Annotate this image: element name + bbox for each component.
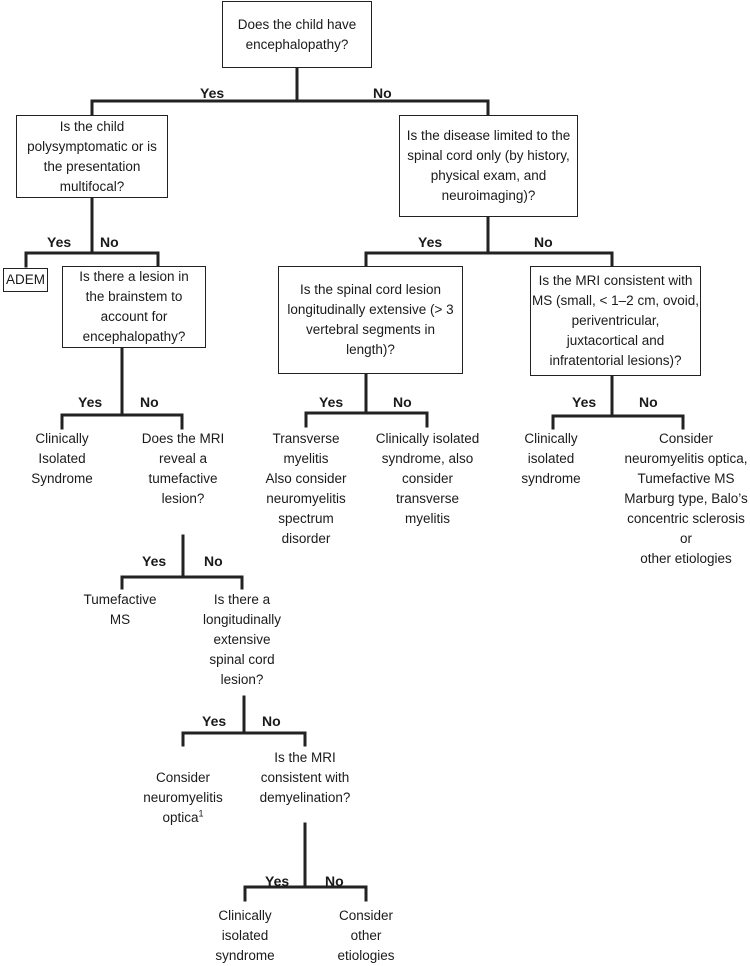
label-yes-q2: Yes <box>47 234 72 250</box>
outcome-clinically-isolated-syndrome-4: Clinically isolated syndrome <box>215 908 275 963</box>
label-no-q3: No <box>534 234 553 250</box>
label-no-q1: No <box>373 85 392 101</box>
node-text: ADEM <box>5 272 45 287</box>
label-no-q7: No <box>204 553 223 569</box>
node-text: Does the child have encephalopathy? <box>237 16 357 52</box>
outcome-clinically-isolated-syndrome-3: Clinically isolated syndrome <box>521 431 581 486</box>
node-text: Is the child polysymptomatic or is the p… <box>27 118 157 194</box>
label-no-q5: No <box>393 394 412 410</box>
outcome-tumefactive-ms: Tumefactive MS <box>83 592 157 627</box>
label-no-q9: No <box>325 873 344 889</box>
label-yes-q8: Yes <box>202 713 227 729</box>
label-yes-q4: Yes <box>78 394 103 410</box>
label-yes-q6: Yes <box>572 394 597 410</box>
outcome-consider-other-etiologies: Consider other etiologies <box>337 908 395 963</box>
outcome-clinically-isolated-syndrome-1: Clinically Isolated Syndrome <box>31 431 93 486</box>
node-text: Is there a lesion in the brainstem to ac… <box>79 269 189 344</box>
node-longitudinal-spinal-lesion-question: Is there a longitudinally extensive spin… <box>202 592 282 687</box>
node-tumefactive-lesion-question: Does the MRI reveal a tumefactive lesion… <box>141 431 225 506</box>
node-spinal-cord-only-question: Is the disease limited to the spinal cor… <box>399 115 578 217</box>
label-yes-q7: Yes <box>142 553 167 569</box>
outcome-consider-nmo-other: Consider neuromyelitis optica, Tumefacti… <box>624 431 748 566</box>
outcome-transverse-myelitis: Transverse myelitis Also consider neurom… <box>265 431 347 546</box>
label-yes-q9: Yes <box>265 873 290 889</box>
footnote-marker: 1 <box>198 808 204 819</box>
label-no-q6: No <box>639 394 658 410</box>
node-brainstem-lesion-question: Is there a lesion in the brainstem to ac… <box>62 266 206 348</box>
label-no-q2: No <box>100 234 119 250</box>
node-mri-consistent-ms-question: Is the MRI consistent with MS (small, < … <box>530 266 701 376</box>
node-encephalopathy-question: Does the child have encephalopathy? <box>222 1 372 68</box>
node-text: Is the MRI consistent with MS (small, < … <box>532 273 699 368</box>
node-adem: ADEM <box>3 268 48 292</box>
node-text: Is the spinal cord lesion longitudinally… <box>287 282 454 357</box>
node-polysymptomatic-question: Is the child polysymptomatic or is the p… <box>16 115 168 198</box>
node-text: Is the disease limited to the spinal cor… <box>406 128 571 203</box>
node-demyelination-question: Is the MRI consistent with demyelination… <box>259 750 351 805</box>
label-no-q4: No <box>140 394 159 410</box>
label-yes-q3: Yes <box>418 234 443 250</box>
label-yes-q1: Yes <box>200 85 225 101</box>
outcome-text: Consider neuromyelitis optica <box>143 770 223 825</box>
label-yes-q5: Yes <box>319 394 344 410</box>
node-longitudinal-lesion-question: Is the spinal cord lesion longitudinally… <box>278 266 463 374</box>
outcome-cis-consider-transverse-myelitis: Clinically isolated syndrome, also consi… <box>375 431 480 526</box>
outcome-consider-nmo: Consider neuromyelitis optica1 <box>128 748 238 828</box>
label-no-q8: No <box>262 713 281 729</box>
